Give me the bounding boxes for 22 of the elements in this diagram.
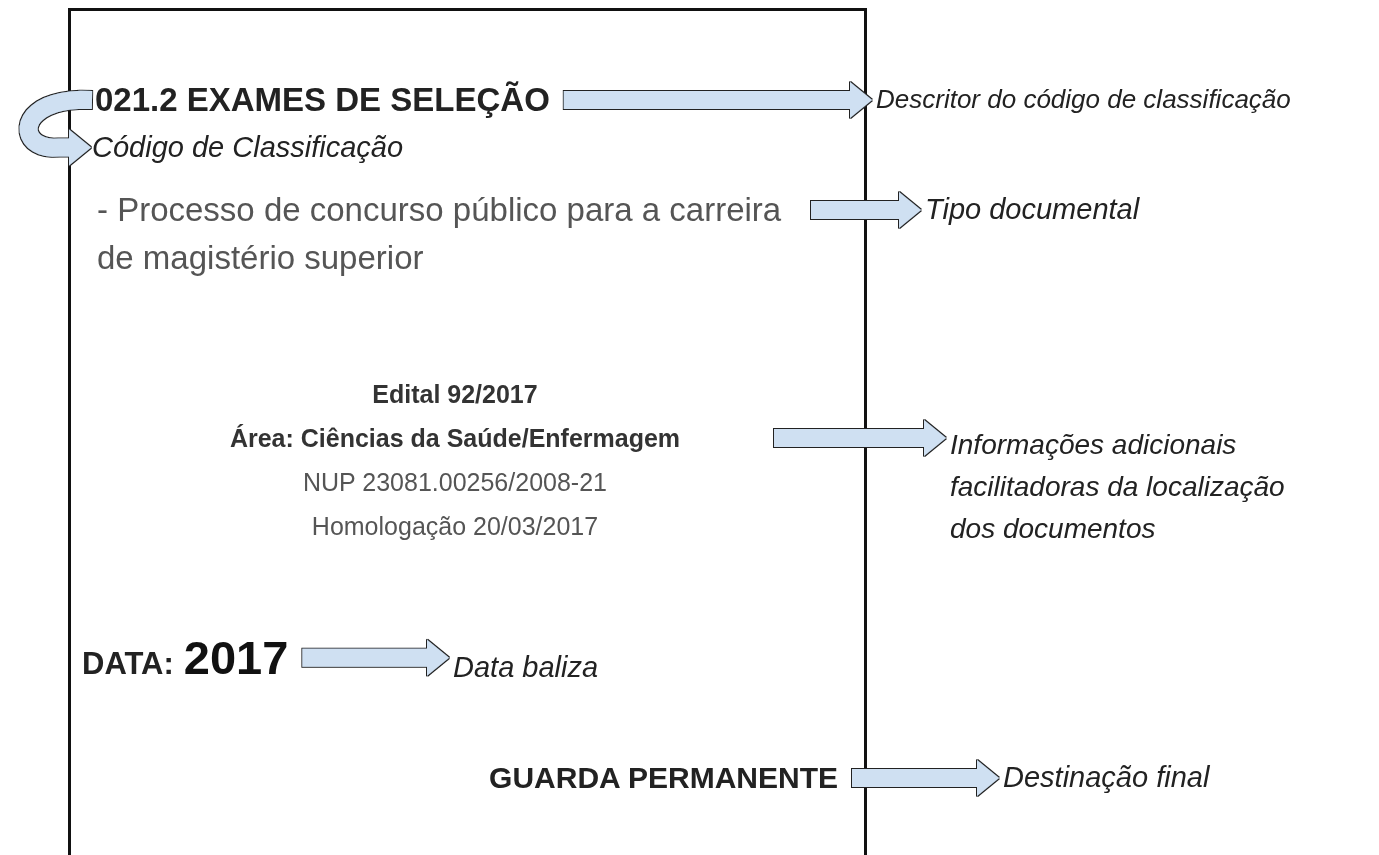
annotation-text: Código de Classificação [92, 130, 404, 165]
curved-block-arrow [19, 90, 93, 166]
description-text: - Processo de concurso público para a carreira de magistério superior [97, 186, 797, 282]
notice-text: Edital 92/2017 [371, 379, 539, 410]
block-arrow [302, 639, 449, 676]
annotation-text: Descritor do código de classificação [876, 84, 1291, 115]
date-text: Homologação 20/03/2017 [310, 511, 600, 542]
reference-number: NUP 23081.00256/2008-21 [302, 467, 608, 498]
retention-text: GUARDA PERMANENTE [388, 760, 838, 796]
classification-heading: 021.2 EXAMES DE SELEÇÃO [95, 80, 550, 120]
year-text: 2017 [183, 631, 289, 684]
annotation-text: Destinação final [1003, 760, 1210, 795]
annotation-text: Data baliza [453, 650, 599, 685]
annotation-text: Tipo documental [925, 192, 1140, 227]
annotation-text: Informações adicionais facilitadoras da localização dos documentos [950, 424, 1335, 550]
block-arrow [811, 192, 921, 228]
block-arrow [852, 760, 999, 796]
block-arrow [774, 420, 946, 456]
field-label: DATA: [82, 646, 174, 681]
block-arrow [563, 82, 872, 118]
label-card [68, 8, 867, 855]
area-text: Área: Ciências da Saúde/Enfermagem [228, 423, 682, 454]
